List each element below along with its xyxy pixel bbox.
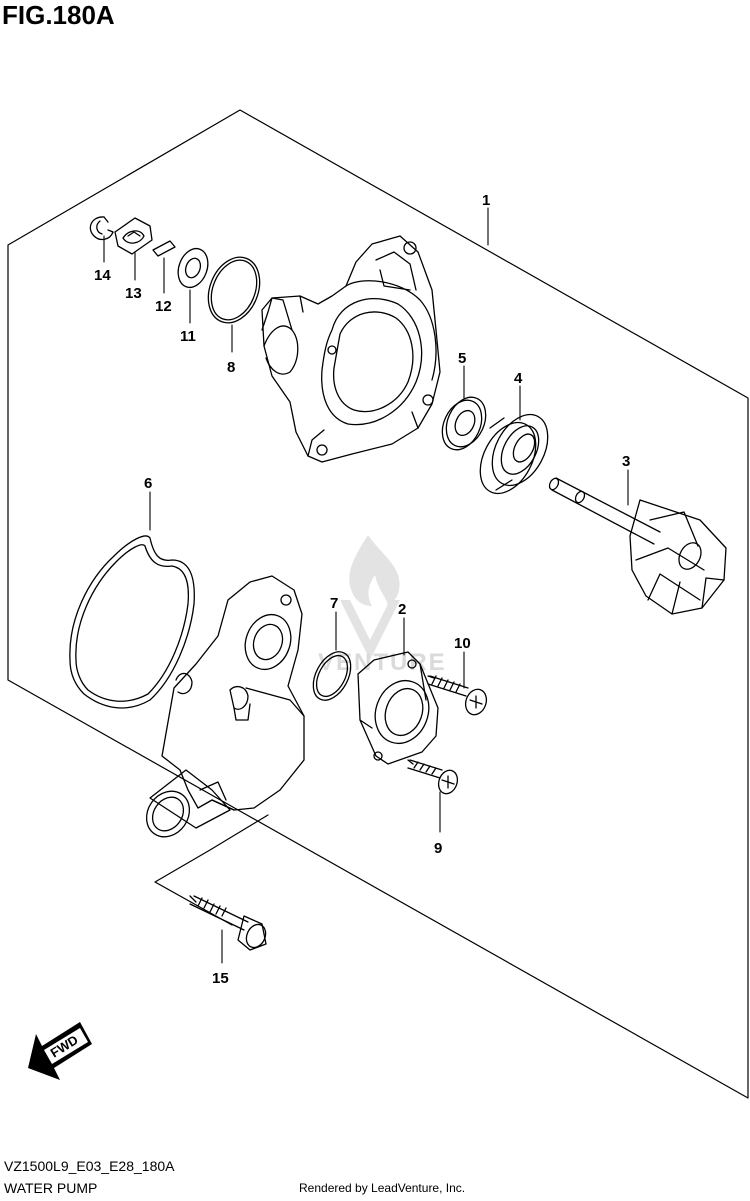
part-14-e-ring	[89, 216, 114, 241]
callout-7: 7	[330, 595, 338, 612]
callout-4: 4	[514, 370, 523, 387]
callout-15: 15	[212, 970, 229, 987]
part-11-washer	[177, 247, 209, 289]
part-9-screw	[407, 759, 459, 795]
part-4-mechanical-seal	[479, 413, 549, 495]
watermark-text: VENTURE	[318, 649, 447, 676]
callout-10: 10	[454, 635, 471, 652]
part-2-fitting	[357, 651, 439, 765]
callout-13: 13	[125, 285, 142, 302]
callout-3: 3	[622, 453, 630, 470]
callouts: 1 2 3 4 5 6 7 8 9 10 11 12 13 14 15	[94, 192, 630, 987]
callout-8: 8	[227, 359, 235, 376]
figure-title: FIG.180A	[2, 0, 115, 30]
leader-lines	[103, 207, 629, 964]
watermark: VENTURE	[318, 535, 447, 676]
callout-6: 6	[144, 475, 152, 492]
render-credit: Rendered by LeadVenture, Inc.	[299, 1181, 466, 1195]
callout-11: 11	[180, 328, 196, 345]
part-15-bolt	[189, 895, 267, 951]
callout-5: 5	[458, 350, 466, 367]
callout-2: 2	[398, 601, 406, 618]
part-13-retainer	[114, 217, 153, 255]
callout-14: 14	[94, 267, 111, 284]
flame-logo-icon	[340, 535, 400, 660]
part-6-gasket	[69, 535, 195, 709]
part-10-bolt	[427, 675, 488, 716]
assembly-outline-1	[7, 109, 749, 1099]
diagram-subtitle: WATER PUMP	[4, 1180, 98, 1196]
callout-12: 12	[155, 298, 172, 315]
part-5-oil-seal	[441, 396, 487, 451]
diagram-code: VZ1500L9_E03_E28_180A	[4, 1158, 175, 1174]
part-1-pump-housing	[261, 235, 441, 463]
fwd-direction-arrow: FWD	[28, 1022, 92, 1080]
callout-1: 1	[482, 192, 490, 209]
part-12-pin	[152, 240, 176, 257]
part-3-impeller-shaft	[548, 477, 727, 615]
callout-9: 9	[434, 840, 442, 857]
part-7-o-ring	[312, 651, 352, 701]
part-8-o-ring	[207, 256, 261, 324]
pump-cover-body	[145, 575, 305, 838]
